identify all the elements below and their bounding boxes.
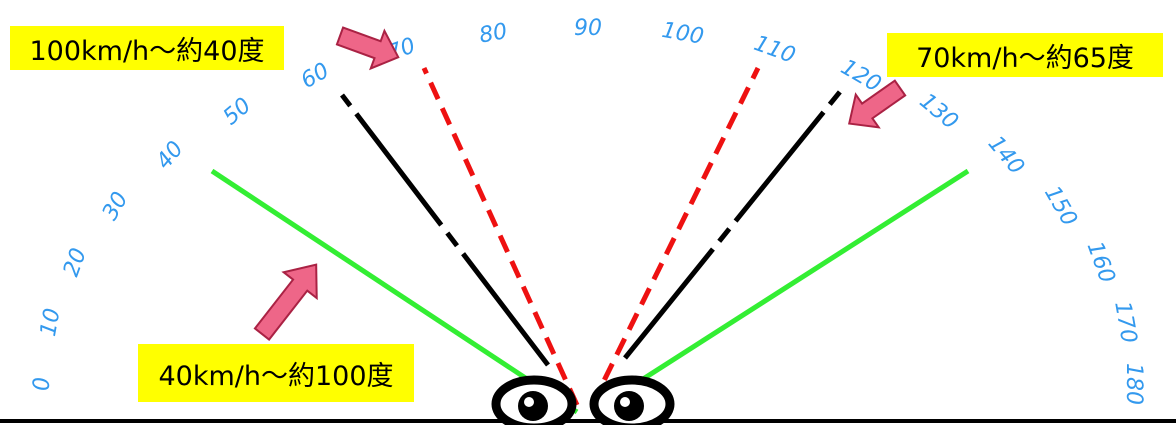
tick-label-50: 50 (219, 93, 257, 130)
arrow-to-40-line (253, 263, 318, 341)
tick-label-80: 80 (477, 19, 509, 48)
tick-label-130: 130 (914, 89, 962, 135)
line-100-right (589, 66, 761, 407)
label-40kmh: 40km/h〜約100度 (138, 344, 414, 402)
tick-label-10: 10 (36, 306, 65, 338)
tick-label-120: 120 (836, 55, 885, 98)
line-100-left (421, 66, 580, 407)
right-eye-icon (589, 375, 675, 429)
tick-label-140: 140 (983, 131, 1029, 179)
line-40-left (210, 168, 579, 415)
tick-label-30: 30 (98, 188, 134, 225)
line-70-left (340, 93, 550, 367)
tick-label-150: 150 (1039, 182, 1082, 231)
line-40-right (638, 168, 970, 384)
tick-label-160: 160 (1082, 238, 1120, 286)
left-eye-icon (491, 375, 577, 429)
arrow-to-100-line (335, 26, 400, 71)
tick-label-100: 100 (660, 18, 706, 50)
label-70kmh: 70km/h〜約65度 (887, 33, 1163, 77)
tick-label-60: 60 (297, 58, 334, 94)
tick-label-0: 0 (30, 377, 55, 391)
tick-label-110: 110 (751, 31, 799, 69)
arrow-to-70-line (847, 79, 907, 129)
tick-label-170: 170 (1109, 299, 1141, 345)
line-70-right (623, 86, 845, 360)
tick-label-20: 20 (59, 245, 92, 280)
label-100kmh: 100km/h〜約40度 (10, 26, 284, 70)
tick-label-90: 90 (574, 16, 602, 41)
tick-label-180: 180 (1121, 363, 1146, 405)
tick-label-40: 40 (152, 137, 189, 175)
